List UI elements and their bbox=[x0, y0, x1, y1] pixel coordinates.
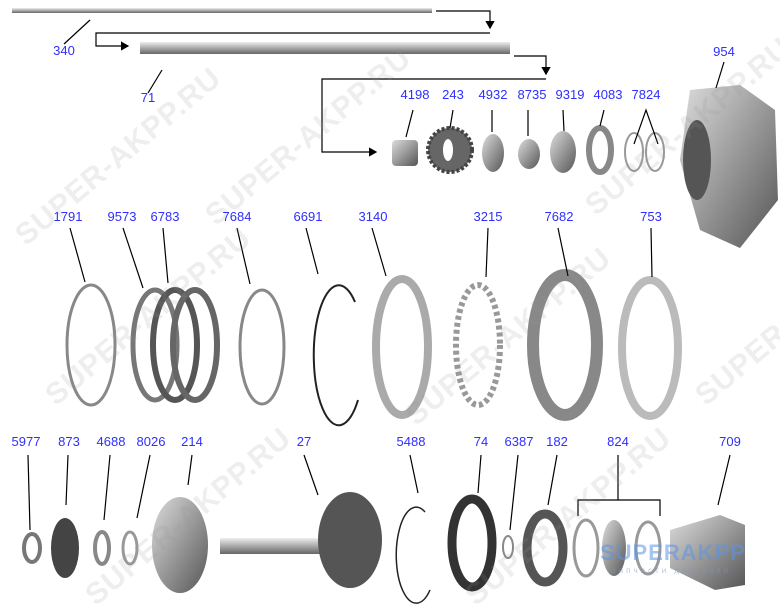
part-label-214: 214 bbox=[181, 434, 203, 449]
shaft-340 bbox=[12, 8, 432, 13]
part-label-4083: 4083 bbox=[593, 87, 623, 102]
leader-lines bbox=[27, 19, 731, 531]
part-label-340: 340 bbox=[53, 43, 75, 58]
logo: SUPERAKPP bbox=[600, 540, 746, 565]
part-label-824: 824 bbox=[607, 434, 629, 449]
part-label-243: 243 bbox=[442, 87, 464, 102]
routing-arrows bbox=[95, 10, 551, 157]
part-label-7824: 7824 bbox=[631, 87, 661, 102]
part-label-7682: 7682 bbox=[544, 209, 574, 224]
part-label-8026: 8026 bbox=[136, 434, 166, 449]
shaft-71 bbox=[140, 42, 510, 54]
part-label-3140: 3140 bbox=[358, 209, 388, 224]
part-label-9319: 9319 bbox=[555, 87, 585, 102]
part-label-6387: 6387 bbox=[504, 434, 534, 449]
part-label-8735: 8735 bbox=[517, 87, 547, 102]
part-label-709: 709 bbox=[719, 434, 741, 449]
part-label-1791: 1791 bbox=[53, 209, 83, 224]
part-label-6691: 6691 bbox=[293, 209, 323, 224]
part-label-954: 954 bbox=[713, 44, 735, 59]
logo-tagline: запчасти для акпп bbox=[612, 566, 731, 575]
part-label-4198: 4198 bbox=[400, 87, 430, 102]
row3-parts bbox=[22, 492, 745, 604]
row1-parts bbox=[392, 85, 778, 248]
part-label-5977: 5977 bbox=[11, 434, 41, 449]
part-label-4688: 4688 bbox=[96, 434, 126, 449]
part-label-182: 182 bbox=[546, 434, 568, 449]
part-label-7684: 7684 bbox=[222, 209, 252, 224]
row2-parts bbox=[65, 269, 682, 427]
part-label-873: 873 bbox=[58, 434, 80, 449]
part-label-3215: 3215 bbox=[473, 209, 503, 224]
part-label-753: 753 bbox=[640, 209, 662, 224]
part-label-71: 71 bbox=[140, 90, 156, 105]
part-label-74: 74 bbox=[473, 434, 489, 449]
part-label-4932: 4932 bbox=[478, 87, 508, 102]
part-label-6783: 6783 bbox=[150, 209, 180, 224]
part-label-5488: 5488 bbox=[396, 434, 426, 449]
part-label-9573: 9573 bbox=[107, 209, 137, 224]
part-label-27: 27 bbox=[296, 434, 312, 449]
